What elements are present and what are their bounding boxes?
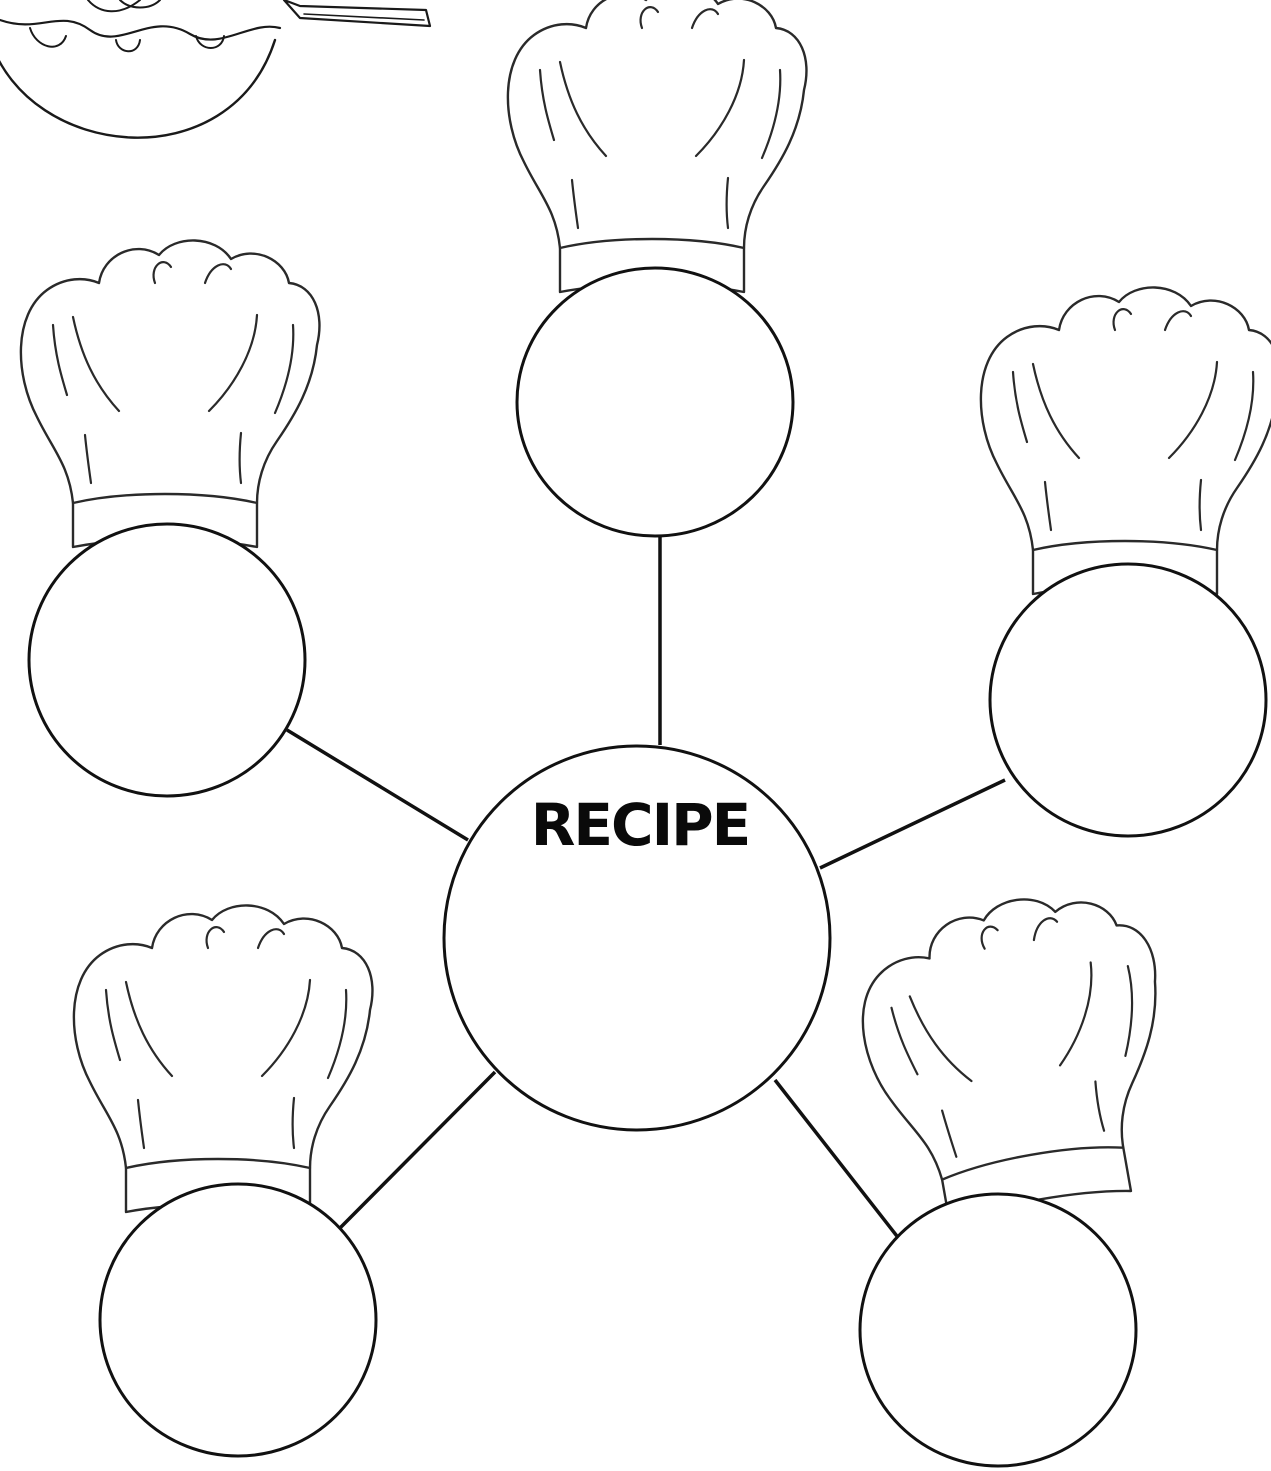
node-upper-left[interactable]: [21, 240, 320, 796]
chef-hat-icon: [981, 287, 1271, 594]
chef-hat-icon: [845, 878, 1192, 1232]
center-title: RECIPE: [531, 791, 750, 859]
mixing-bowl-icon: [0, 0, 430, 138]
node-upper-right-circle[interactable]: [990, 564, 1266, 836]
node-lower-right-circle[interactable]: [860, 1194, 1136, 1466]
node-upper-right[interactable]: [981, 287, 1271, 836]
node-lower-left[interactable]: [74, 905, 376, 1456]
connector-lower-right: [775, 1080, 900, 1240]
chef-hat-icon: [74, 905, 373, 1212]
node-top-circle[interactable]: [517, 268, 793, 536]
node-lower-left-circle[interactable]: [100, 1184, 376, 1456]
connector-lower-left: [340, 1072, 495, 1228]
connector-upper-left: [287, 730, 468, 840]
chef-hat-icon: [508, 0, 807, 292]
node-lower-right[interactable]: [845, 878, 1192, 1466]
node-upper-left-circle[interactable]: [29, 524, 305, 796]
connector-upper-right: [820, 780, 1005, 868]
node-top[interactable]: [508, 0, 807, 536]
node-center[interactable]: RECIPE: [444, 746, 830, 1130]
chef-hat-icon: [21, 240, 320, 547]
